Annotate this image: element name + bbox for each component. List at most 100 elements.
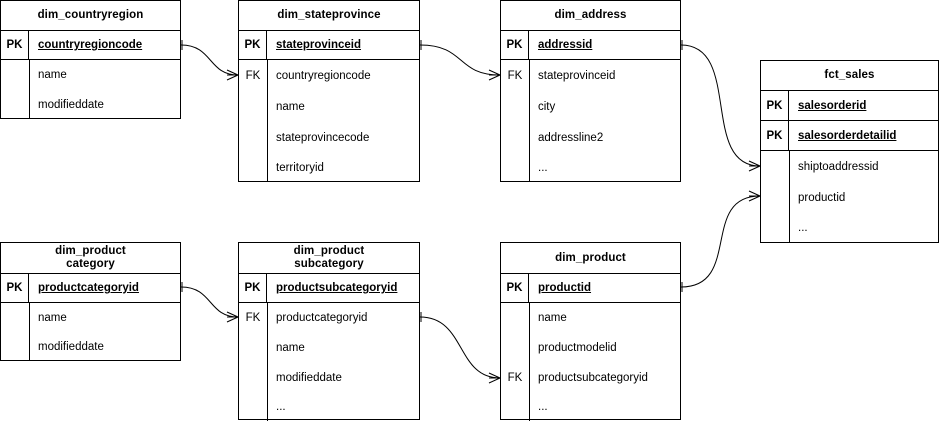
attribute-row-dim_countryregion-name[interactable]: name xyxy=(1,60,180,90)
cardinality-many-crowsfoot xyxy=(488,372,501,384)
attribute-name-name: name xyxy=(538,312,567,324)
relationship-subcategory-to-product[interactable] xyxy=(419,312,501,384)
relationship-line xyxy=(180,44,239,76)
cardinality-many-crowsfoot xyxy=(748,160,761,172)
relationship-address-to-fctsales[interactable] xyxy=(680,40,761,172)
relationship-line xyxy=(419,316,501,379)
cardinality-many-crowsfoot xyxy=(488,69,501,81)
attribute-row-dim_product-more[interactable]: ... xyxy=(501,393,680,421)
relationship-countryregion-to-stateprovince[interactable] xyxy=(180,40,239,81)
key-badge-none xyxy=(239,153,267,182)
attribute-row-dim_productsubcategory-productsubcategoryid[interactable]: PK productsubcategoryid xyxy=(239,274,419,303)
attribute-row-dim_stateprovince-territoryid[interactable]: territoryid xyxy=(239,153,419,182)
key-badge-pk: PK xyxy=(1,274,29,302)
key-badge-none xyxy=(1,60,29,90)
key-badge-pk: PK xyxy=(239,274,267,302)
key-badge-fk: FK xyxy=(507,372,523,384)
relationship-line xyxy=(419,44,501,76)
attribute-name-productcategoryid: productcategoryid xyxy=(38,282,139,294)
attribute-row-dim_product-productid[interactable]: PK productid xyxy=(501,274,680,303)
attribute-name-shiptoaddressid: shiptoaddressid xyxy=(798,160,879,173)
relationship-productcategory-to-subcategory[interactable] xyxy=(180,282,239,323)
attribute-name-addressline2: addressline2 xyxy=(538,131,604,144)
attribute-row-dim_product-productsubcategoryid[interactable]: FK productsubcategoryid xyxy=(501,363,680,393)
attribute-row-dim_stateprovince-stateprovincecode[interactable]: stateprovincecode xyxy=(239,122,419,153)
attribute-row-dim_product-productmodelid[interactable]: productmodelid xyxy=(501,333,680,363)
key-badge-none xyxy=(239,393,267,421)
attribute-row-dim_stateprovince-name[interactable]: name xyxy=(239,91,419,122)
key-badge-none xyxy=(761,213,789,243)
key-badge-none xyxy=(761,151,789,182)
key-badge-none xyxy=(501,91,529,122)
attribute-name-productsubcategoryid: productsubcategoryid xyxy=(538,372,648,384)
attribute-row-fct_sales-productid[interactable]: productid xyxy=(761,182,938,213)
relationship-line xyxy=(680,195,761,288)
entity-title-dim_address: dim_address xyxy=(501,1,680,31)
key-badge-pk: PK xyxy=(501,31,529,59)
key-badge-fk: FK xyxy=(245,69,261,82)
attribute-name-territoryid: territoryid xyxy=(276,161,324,174)
attribute-row-dim_productsubcategory-more[interactable]: ... xyxy=(239,393,419,421)
key-badge-none xyxy=(239,363,267,393)
relationship-line xyxy=(180,286,239,318)
attribute-name-name: name xyxy=(276,100,305,113)
key-badge-none xyxy=(239,122,267,153)
attribute-name-stateprovincecode: stateprovincecode xyxy=(276,131,370,144)
attribute-name-city: city xyxy=(538,100,556,113)
key-badge-none xyxy=(761,182,789,213)
attribute-row-dim_productcategory-productcategoryid[interactable]: PK productcategoryid xyxy=(1,274,180,303)
attribute-row-fct_sales-shiptoaddressid[interactable]: shiptoaddressid xyxy=(761,151,938,182)
relationship-product-to-fctsales[interactable] xyxy=(680,190,761,292)
attribute-name-modifieddate: modifieddate xyxy=(38,341,104,353)
attribute-row-dim_productcategory-name[interactable]: name xyxy=(1,303,180,333)
entity-title-dim_countryregion: dim_countryregion xyxy=(1,1,180,31)
attribute-name-productsubcategoryid: productsubcategoryid xyxy=(276,282,398,294)
attribute-name-name: name xyxy=(38,69,67,81)
attribute-row-dim_productcategory-modifieddate[interactable]: modifieddate xyxy=(1,333,180,361)
relationship-line xyxy=(680,44,761,167)
attribute-name-productmodelid: productmodelid xyxy=(538,342,617,354)
attribute-row-dim_productsubcategory-name[interactable]: name xyxy=(239,333,419,363)
entity-title-dim_productcategory: dim_product category xyxy=(1,243,180,274)
attribute-name-productid: productid xyxy=(538,282,592,294)
entity-title-dim_stateprovince: dim_stateprovince xyxy=(239,1,419,31)
key-badge-none xyxy=(239,91,267,122)
attribute-name-more: ... xyxy=(538,401,548,413)
attribute-row-dim_product-name[interactable]: name xyxy=(501,303,680,333)
key-badge-none xyxy=(239,333,267,363)
attribute-row-dim_countryregion-modifieddate[interactable]: modifieddate xyxy=(1,90,180,119)
attribute-row-fct_sales-more[interactable]: ... xyxy=(761,213,938,243)
attribute-name-stateprovinceid: stateprovinceid xyxy=(276,39,361,51)
key-badge-pk: PK xyxy=(761,121,789,150)
key-column-divider xyxy=(267,303,268,421)
relationship-stateprovince-to-address[interactable] xyxy=(419,40,501,81)
attribute-row-dim_address-more[interactable]: ... xyxy=(501,153,680,182)
key-column-divider xyxy=(29,303,30,361)
entity-title-dim_productsubcategory: dim_product subcategory xyxy=(239,243,419,274)
key-badge-none xyxy=(501,153,529,182)
attribute-row-dim_address-addressline2[interactable]: addressline2 xyxy=(501,122,680,153)
key-badge-pk: PK xyxy=(1,31,29,59)
attribute-row-dim_address-city[interactable]: city xyxy=(501,91,680,122)
attribute-row-dim_productsubcategory-modifieddate[interactable]: modifieddate xyxy=(239,363,419,393)
key-badge-pk: PK xyxy=(501,274,529,302)
cardinality-many-crowsfoot xyxy=(226,69,239,81)
